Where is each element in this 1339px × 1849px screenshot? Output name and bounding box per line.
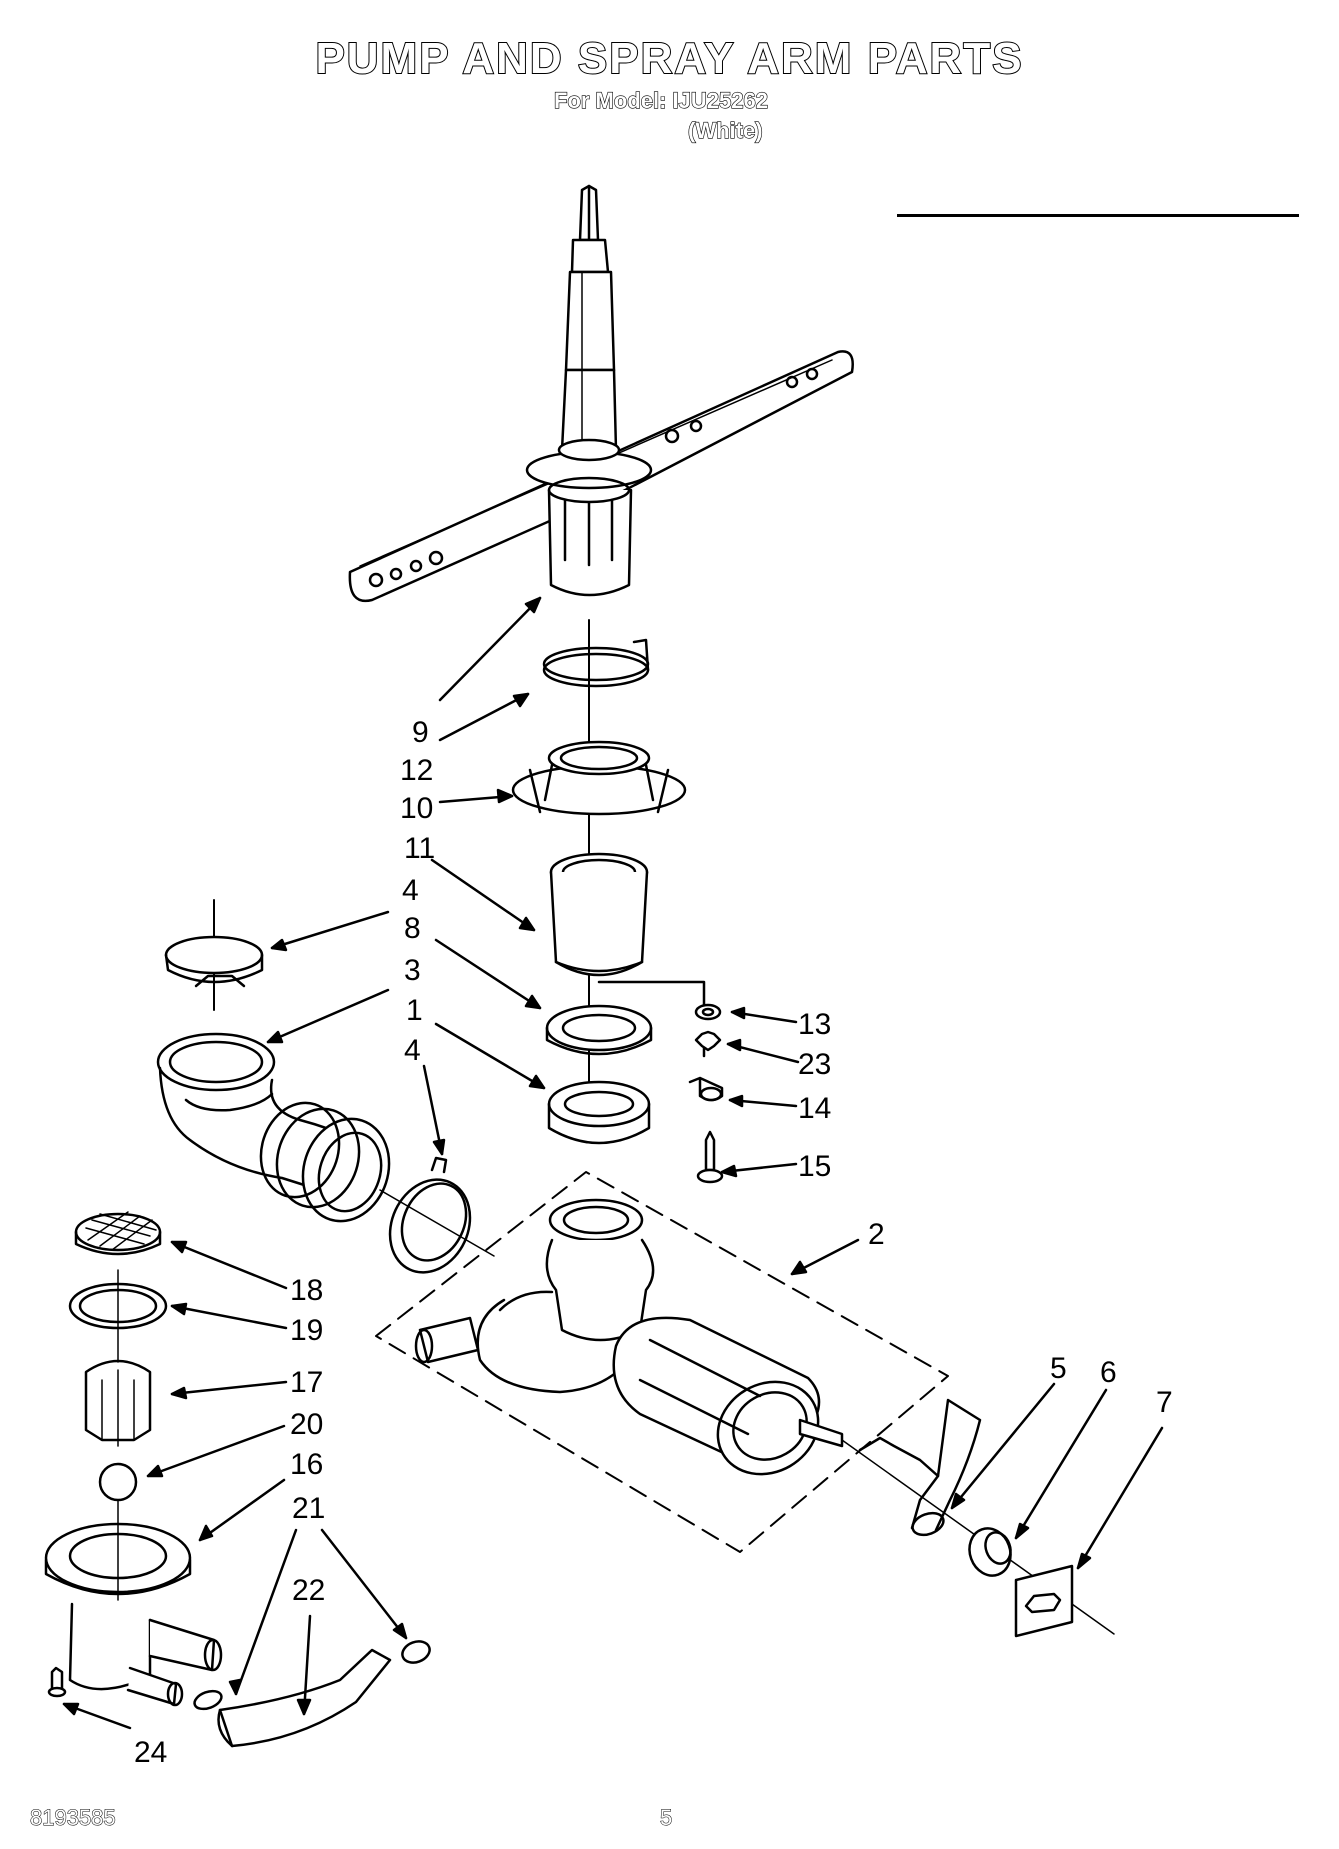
- hub-housing: [511, 740, 687, 816]
- gasket-plate: [1014, 1564, 1074, 1638]
- retaining-ring: [542, 638, 650, 688]
- callout-18: 18: [290, 1274, 323, 1307]
- callout-1: 1: [406, 994, 423, 1027]
- callout-14: 14: [798, 1092, 831, 1125]
- filter-cup: [549, 852, 649, 977]
- spray-arm-assembly: [348, 184, 854, 1091]
- callout-20: 20: [290, 1408, 323, 1441]
- header-rule: [897, 214, 1299, 217]
- callout-11: 11: [404, 832, 435, 865]
- callout-19: 19: [290, 1314, 323, 1347]
- filter-screen: [74, 1211, 162, 1256]
- callout-24: 24: [134, 1736, 167, 1769]
- leader-lines: [62, 596, 1164, 1730]
- drain-hose-assembly: [47, 1640, 431, 1748]
- elbow-hose: [156, 1032, 391, 1223]
- check-ball: [98, 1462, 138, 1502]
- callout-17: 17: [290, 1366, 323, 1399]
- callout-2: 2: [868, 1218, 885, 1251]
- callout-22: 22: [292, 1574, 325, 1607]
- callout-7: 7: [1156, 1386, 1173, 1419]
- callout-12: 12: [400, 754, 433, 787]
- seal-upper: [545, 1004, 653, 1056]
- callout-4-upper: 4: [402, 874, 419, 907]
- document-number: 8193585: [30, 1805, 117, 1831]
- callout-9: 9: [412, 716, 429, 749]
- callout-13: 13: [798, 1008, 831, 1041]
- upper-hose-clamp: [164, 899, 264, 1011]
- page-number: 5: [659, 1805, 673, 1831]
- callout-21: 21: [292, 1492, 325, 1525]
- spring-clip: [858, 1398, 982, 1537]
- lower-hose-clamp: [379, 1156, 495, 1274]
- drain-housing: [44, 1499, 223, 1707]
- callout-15: 15: [798, 1150, 831, 1183]
- model-line: For Model: IJU25262: [553, 87, 768, 113]
- small-hardware: [597, 980, 724, 1184]
- callout-3: 3: [404, 954, 421, 987]
- color-line: (White): [687, 117, 763, 143]
- callout-23: 23: [798, 1048, 831, 1081]
- callout-8: 8: [404, 912, 421, 945]
- callout-labels: 9 12 10 11 4 8 3 1 4 13 23 14 15 2 18 19…: [134, 716, 1173, 1769]
- callout-16: 16: [290, 1448, 323, 1481]
- check-valve-cage: [84, 1269, 152, 1447]
- bearing: [968, 1527, 1012, 1577]
- callout-10: 10: [400, 792, 433, 825]
- page-title: PUMP AND SPRAY ARM PARTS: [314, 33, 1024, 84]
- callout-4-lower: 4: [404, 1034, 421, 1067]
- motor-pump-assembly: [375, 1171, 1115, 1635]
- callout-6: 6: [1100, 1356, 1117, 1389]
- seal-lower: [547, 1080, 651, 1145]
- callout-5: 5: [1050, 1352, 1067, 1385]
